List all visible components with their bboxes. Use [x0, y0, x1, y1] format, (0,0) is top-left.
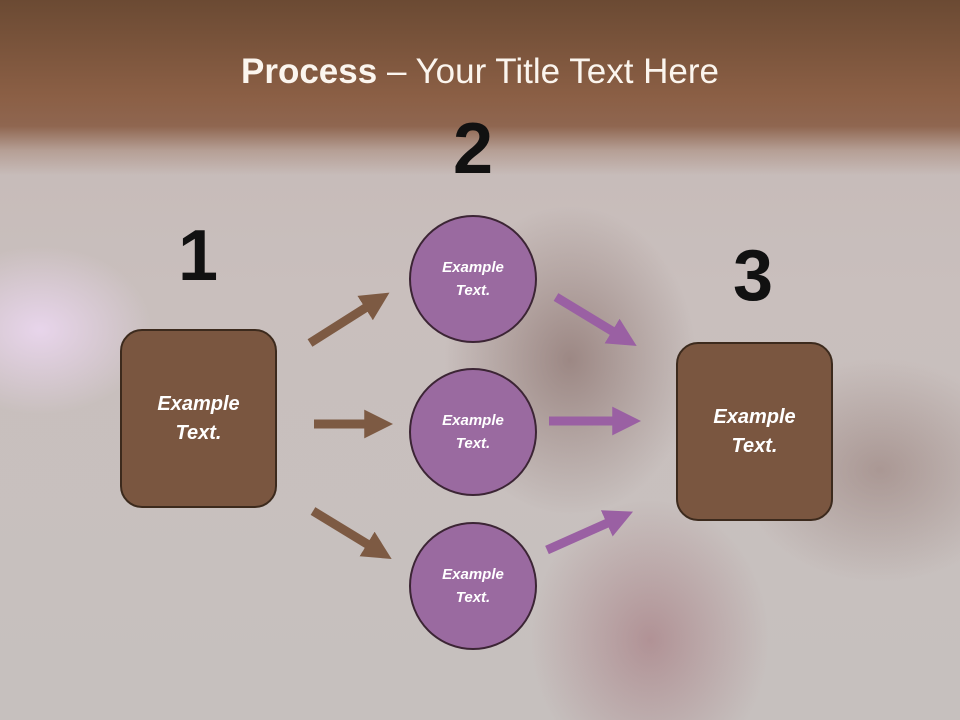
step-number-3: 3 — [732, 236, 774, 316]
title-bold: Process — [241, 52, 378, 91]
circle-bottom-text: Example Text. — [442, 566, 504, 606]
circle-top-text: Example Text. — [442, 259, 504, 299]
slide-title: Process – Your Title Text Here — [0, 52, 960, 92]
left-box-text: Example Text. — [157, 392, 240, 444]
arrow-bottom-to-right — [545, 510, 634, 555]
right-box: Example Text. — [676, 342, 833, 521]
circle-top: Example Text. — [409, 215, 537, 343]
arrow-left-to-top — [307, 292, 390, 347]
arrow-left-to-bottom — [310, 507, 392, 560]
step-number-2: 2 — [452, 109, 494, 189]
circle-middle-text: Example Text. — [442, 412, 504, 452]
circle-bottom: Example Text. — [409, 522, 537, 650]
right-box-text: Example Text. — [713, 405, 796, 457]
circle-middle: Example Text. — [409, 368, 537, 496]
arrow-top-to-right — [553, 293, 637, 346]
title-rest: – Your Title Text Here — [377, 52, 719, 91]
left-box: Example Text. — [120, 329, 277, 508]
step-number-1: 1 — [177, 216, 219, 296]
title-banner — [0, 0, 960, 175]
